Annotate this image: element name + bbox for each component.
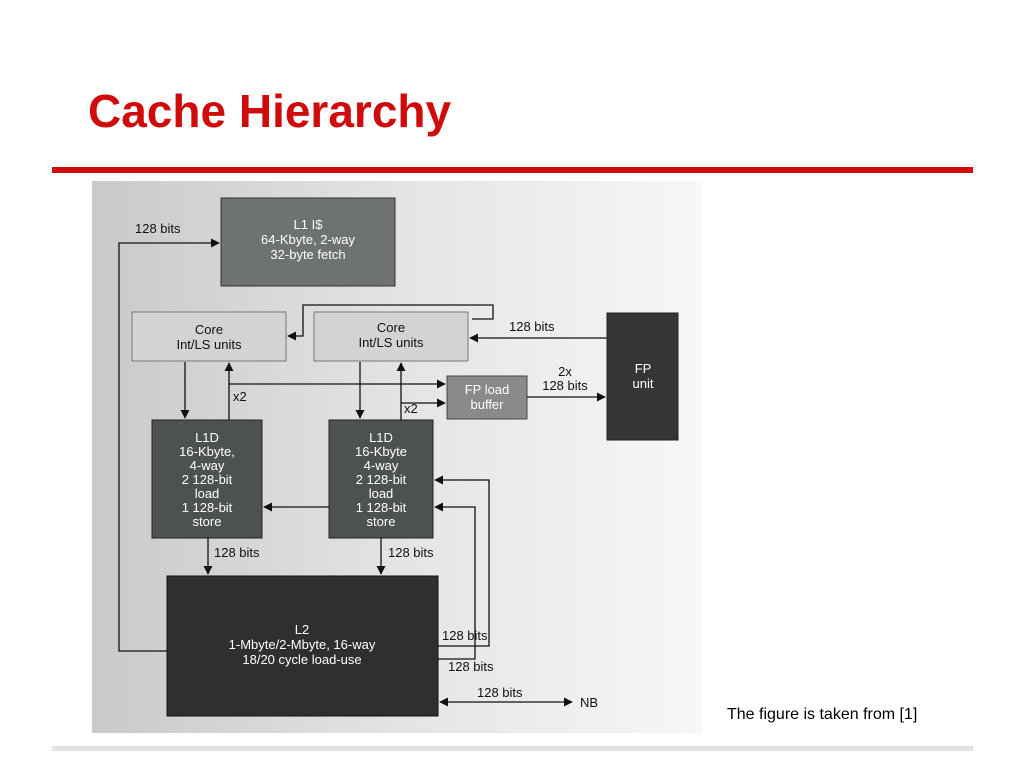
label-l2-feedback-2: 128 bits [448, 659, 494, 674]
fp-unit-line-1: FP [635, 361, 652, 376]
label-fp-bus-width: 128 bits [542, 378, 588, 393]
l1-instruction-cache-box: L1 I$ 64-Kbyte, 2-way 32-byte fetch [220, 197, 396, 287]
l2-to-l1i-arrow [118, 238, 220, 652]
label-l1d-left-to-l2: 128 bits [214, 545, 260, 560]
label-l2-to-nb: 128 bits [477, 685, 523, 700]
l2-line-1: L2 [295, 622, 309, 637]
label-fp-bus-multiplier: 2x [558, 364, 572, 379]
l1d-left-line-5: load [195, 486, 220, 501]
core-right-line-1: Core [377, 320, 405, 335]
l1d-left-line-1: L1D [195, 430, 219, 445]
core-loop-arrow [287, 304, 494, 341]
l1d-left-box: L1D 16-Kbyte, 4-way 2 128-bit load 1 128… [151, 419, 263, 539]
l1d-right-box: L1D 16-Kbyte 4-way 2 128-bit load 1 128-… [328, 419, 434, 539]
l1i-line-2: 64-Kbyte, 2-way [261, 232, 355, 247]
fp-load-buffer-box: FP load buffer [446, 375, 528, 420]
l1d-right-line-6: 1 128-bit [356, 500, 407, 515]
fp-load-buffer-line-2: buffer [470, 397, 504, 412]
label-fp-to-core: 128 bits [509, 319, 555, 334]
l2-line-3: 18/20 cycle load-use [242, 652, 361, 667]
figure-caption: The figure is taken from [1] [727, 706, 918, 723]
l1d-right-line-5: load [369, 486, 394, 501]
l1d-right-line-1: L1D [369, 430, 393, 445]
l1d-right-line-3: 4-way [364, 458, 399, 473]
fp-load-buffer-line-1: FP load [465, 382, 510, 397]
slide-title: Cache Hierarchy [88, 85, 452, 137]
footer-divider [52, 746, 973, 751]
core-left-line-2: Int/LS units [176, 337, 242, 352]
l2-to-l1d-right-inner-arrow [434, 502, 476, 660]
l1d-left-line-4: 2 128-bit [182, 472, 233, 487]
label-x2-right: x2 [404, 401, 418, 416]
l1d-right-line-2: 16-Kbyte [355, 444, 407, 459]
l1d-left-line-2: 16-Kbyte, [179, 444, 235, 459]
diagram-canvas: L1 I$ 64-Kbyte, 2-way 32-byte fetch Core… [92, 181, 702, 733]
label-l1i-bus: 128 bits [135, 221, 181, 236]
core-left-box: Core Int/LS units [131, 311, 287, 362]
l1i-line-3: 32-byte fetch [270, 247, 345, 262]
label-nb: NB [580, 695, 598, 710]
l1i-line-1: L1 I$ [294, 217, 324, 232]
core-left-line-1: Core [195, 322, 223, 337]
fp-unit-box: FP unit [606, 312, 679, 441]
l2-to-l1d-right-outer-arrow [434, 475, 490, 647]
title-underline [52, 167, 973, 173]
core-right-line-2: Int/LS units [358, 335, 424, 350]
l2-line-2: 1-Mbyte/2-Mbyte, 16-way [229, 637, 376, 652]
l1d-left-line-6: 1 128-bit [182, 500, 233, 515]
diagram-connectors [118, 238, 607, 707]
l1d-right-line-7: store [367, 514, 396, 529]
l1d-right-line-4: 2 128-bit [356, 472, 407, 487]
core-right-box: Core Int/LS units [313, 311, 469, 362]
cache-hierarchy-diagram: L1 I$ 64-Kbyte, 2-way 32-byte fetch Core… [92, 181, 702, 733]
label-l1d-right-to-l2: 128 bits [388, 545, 434, 560]
label-x2-left: x2 [233, 389, 247, 404]
l2-cache-box: L2 1-Mbyte/2-Mbyte, 16-way 18/20 cycle l… [166, 575, 439, 717]
l1d-left-line-7: store [193, 514, 222, 529]
l1d-left-line-3: 4-way [190, 458, 225, 473]
fp-unit-line-2: unit [633, 376, 654, 391]
label-l2-feedback-1: 128 bits [442, 628, 488, 643]
